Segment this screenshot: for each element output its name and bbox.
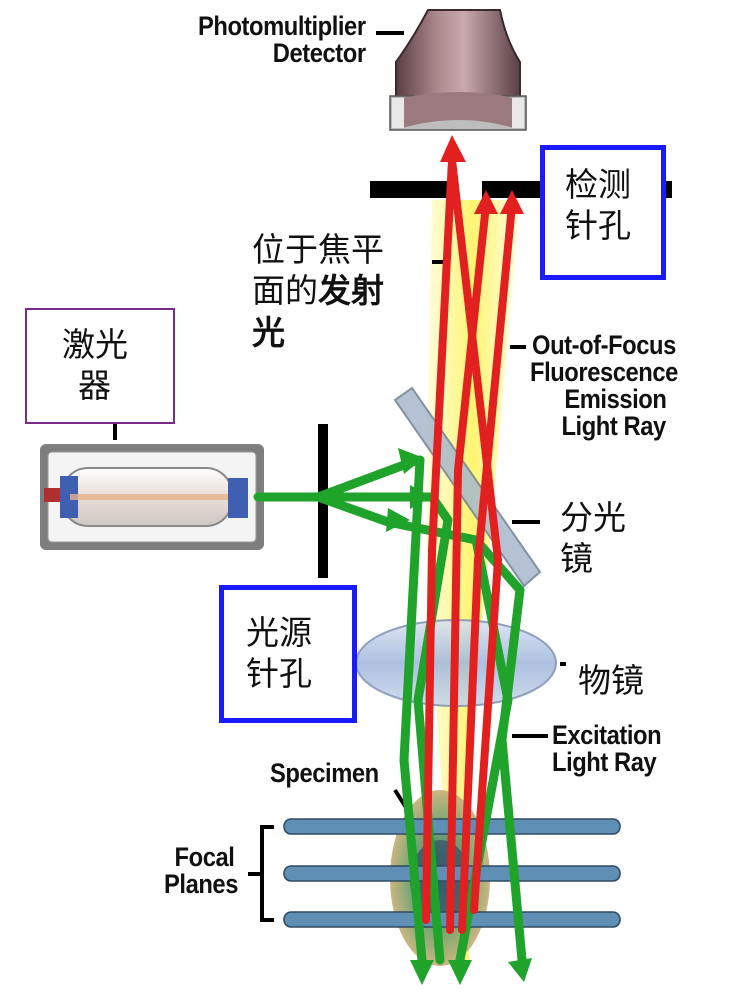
emission-rays [422, 156, 516, 934]
dichroic-label: 分光 镜 [560, 498, 626, 579]
excitation-arrowheads [386, 448, 532, 985]
out-of-focus-label: Out-of-Focus Fluorescence Emission Light… [530, 330, 678, 441]
focal-emission-label: 位于焦平 面的发射 光 [252, 230, 384, 352]
photomultiplier-label: Photomultiplier Detector [198, 11, 366, 68]
excitation-label: Excitation Light Ray [552, 720, 662, 777]
light-source-pinhole-box: 光源 针孔 [219, 585, 357, 723]
focal-planes-bracket [248, 825, 274, 922]
specimen-label: Specimen [270, 758, 379, 788]
light-bold-text: 光 [252, 312, 285, 352]
detector-pinhole-box: 检测 针孔 [540, 145, 666, 280]
objective-label: 物镜 [578, 661, 644, 700]
focal-planes-label: Focal Planes [164, 842, 238, 899]
emission-arrowheads [440, 135, 524, 214]
laser-label-box: 激光 器 [25, 308, 175, 424]
emission-bold-text: 发射 [318, 271, 384, 311]
laser-device [40, 444, 264, 550]
photomultiplier-detector [389, 9, 527, 131]
